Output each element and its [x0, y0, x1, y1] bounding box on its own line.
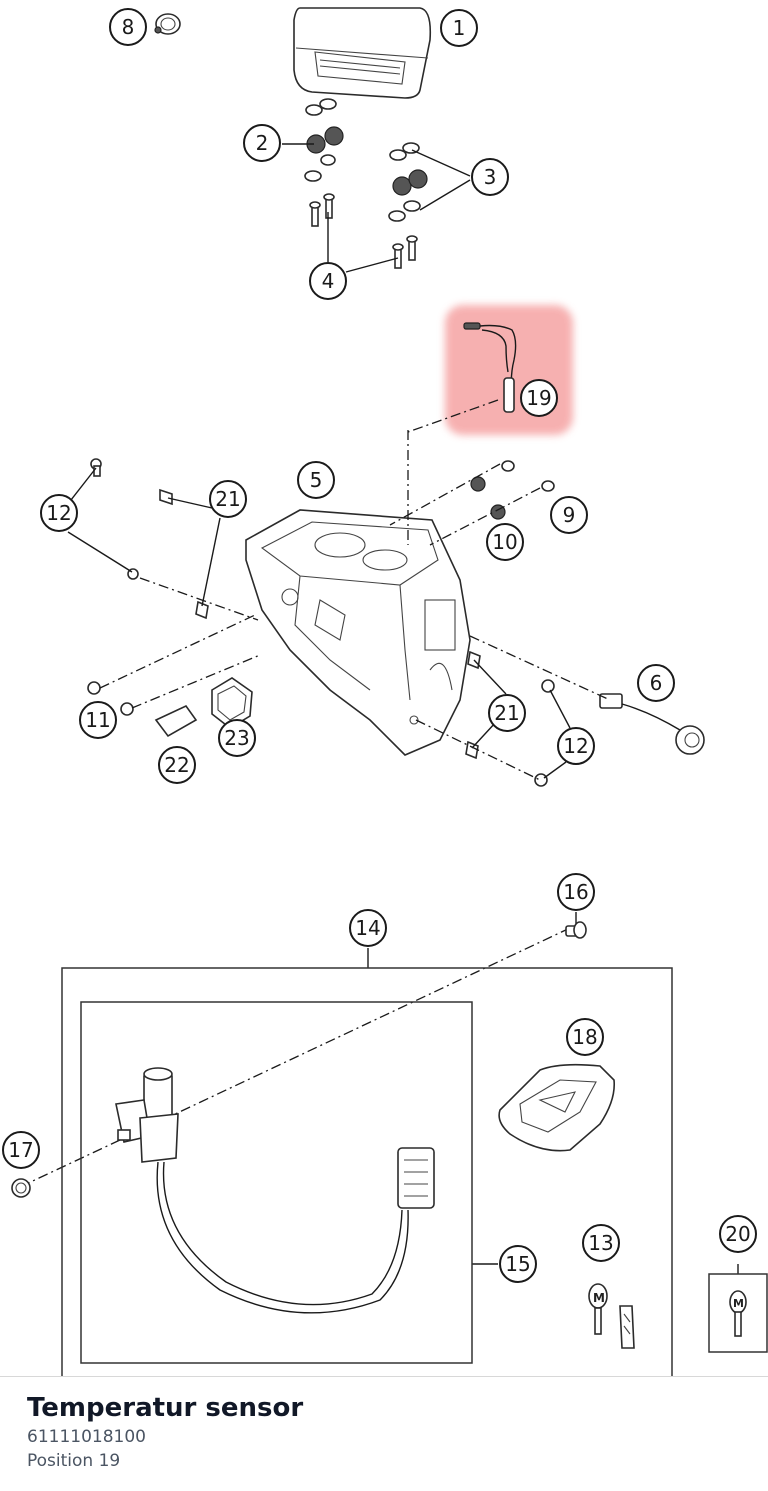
part-screws[interactable] — [309, 193, 418, 269]
part-title: Temperatur sensor — [27, 1393, 304, 1423]
svg-text:17: 17 — [8, 1138, 33, 1162]
svg-text:12: 12 — [46, 501, 71, 525]
part-ignition-lock[interactable] — [115, 1067, 435, 1314]
svg-text:18: 18 — [572, 1025, 597, 1049]
part-ring[interactable] — [11, 1178, 31, 1198]
callout-4[interactable]: 4 — [309, 262, 347, 300]
part-info-panel: Temperatur sensor 61111018100 Position 1… — [0, 1376, 768, 1491]
svg-text:16: 16 — [563, 880, 588, 904]
part-screw-16[interactable] — [565, 921, 587, 939]
part-temperature-sensor[interactable] — [463, 322, 517, 413]
assembly-lines — [21, 399, 611, 1187]
svg-text:21: 21 — [215, 487, 240, 511]
part-position: Position 19 — [27, 1451, 121, 1471]
svg-text:10: 10 — [492, 530, 517, 554]
part-lock-cable[interactable] — [599, 693, 705, 755]
svg-text:12: 12 — [563, 734, 588, 758]
svg-text:2: 2 — [256, 131, 269, 155]
svg-text:19: 19 — [526, 386, 551, 410]
callout-11[interactable]: 11 — [79, 701, 117, 739]
svg-text:1: 1 — [453, 16, 466, 40]
svg-text:20: 20 — [725, 1222, 750, 1246]
callout-2[interactable]: 2 — [243, 124, 281, 162]
svg-text:9: 9 — [563, 503, 576, 527]
leader-lines — [59, 143, 739, 1274]
callout-6[interactable]: 6 — [637, 664, 675, 702]
callout-3[interactable]: 3 — [471, 158, 509, 196]
callout-20[interactable]: 20 — [719, 1215, 757, 1253]
part-rubber-grommets[interactable] — [304, 98, 428, 222]
part-number: 61111018100 — [27, 1427, 146, 1447]
part-clips[interactable] — [159, 488, 481, 760]
callout-17[interactable]: 17 — [2, 1131, 40, 1169]
svg-text:6: 6 — [650, 671, 663, 695]
callout-22[interactable]: 22 — [158, 746, 196, 784]
part-holder-bracket[interactable] — [245, 509, 471, 756]
callout-13[interactable]: 13 — [582, 1224, 620, 1262]
callout-8[interactable]: 8 — [109, 8, 147, 46]
callout-12-b[interactable]: 12 — [557, 727, 595, 765]
svg-text:3: 3 — [484, 165, 497, 189]
callout-9[interactable]: 9 — [550, 496, 588, 534]
svg-text:8: 8 — [122, 15, 135, 39]
svg-text:15: 15 — [505, 1252, 530, 1276]
callout-10[interactable]: 10 — [486, 523, 524, 561]
callout-23[interactable]: 23 — [218, 719, 256, 757]
callout-21-a[interactable]: 21 — [209, 480, 247, 518]
svg-text:11: 11 — [85, 708, 110, 732]
svg-text:22: 22 — [164, 753, 189, 777]
part-ignition-lock-set[interactable] — [61, 967, 768, 1376]
callout-15[interactable]: 15 — [499, 1245, 537, 1283]
part-key-fob[interactable] — [498, 1063, 616, 1152]
svg-text:4: 4 — [322, 269, 335, 293]
svg-text:5: 5 — [310, 468, 323, 492]
svg-text:M: M — [733, 1297, 744, 1310]
svg-text:M: M — [593, 1291, 605, 1305]
svg-text:14: 14 — [355, 916, 380, 940]
part-connectors[interactable] — [154, 677, 253, 738]
callout-1[interactable]: 1 — [440, 9, 478, 47]
part-clamp[interactable] — [154, 13, 181, 35]
part-instrument-cluster[interactable] — [293, 7, 432, 99]
part-keys[interactable]: M — [588, 1283, 635, 1349]
callout-14[interactable]: 14 — [349, 909, 387, 947]
callout-16[interactable]: 16 — [557, 873, 595, 911]
callout-21-b[interactable]: 21 — [488, 694, 526, 732]
svg-text:21: 21 — [494, 701, 519, 725]
svg-text:13: 13 — [588, 1231, 613, 1255]
part-spare-key[interactable]: M — [729, 1290, 747, 1337]
callout-18[interactable]: 18 — [566, 1018, 604, 1056]
callout-5[interactable]: 5 — [297, 461, 335, 499]
callout-19[interactable]: 19 — [520, 379, 558, 417]
svg-text:23: 23 — [224, 726, 249, 750]
exploded-parts-diagram: M M 1 2 3 4 5 6 8 9 10 11 12 12 12 13 14… — [2, 7, 768, 1376]
callout-12-a[interactable]: 12 — [40, 494, 78, 532]
part-grommets-right[interactable] — [470, 460, 555, 520]
